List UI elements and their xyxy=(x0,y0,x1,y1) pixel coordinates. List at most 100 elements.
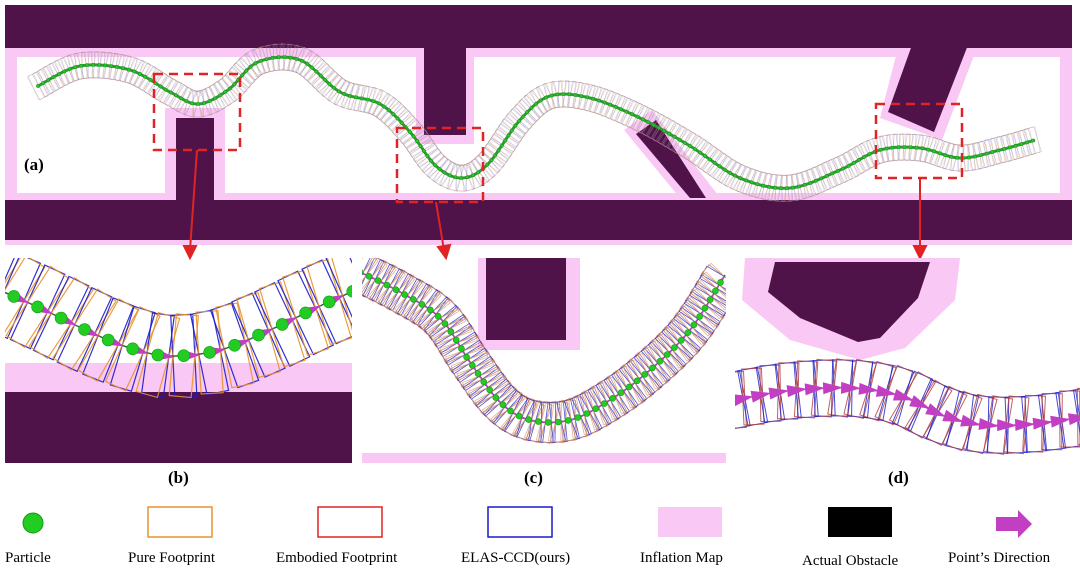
particle-dot xyxy=(348,94,352,98)
particle-dot xyxy=(240,73,245,78)
legend-label-embodied: Embodied Footprint xyxy=(276,550,398,566)
particle-dot xyxy=(126,342,139,356)
legend: Particle Pure Footprint Embodied Footpri… xyxy=(5,506,1051,569)
particle-dot xyxy=(819,176,824,181)
direction-arrow xyxy=(909,395,930,409)
arrow-head-d xyxy=(912,245,928,261)
particle-dot xyxy=(103,63,108,68)
footprint-rect xyxy=(362,258,379,293)
particle-dot xyxy=(591,96,595,101)
footprint-rect xyxy=(368,264,406,306)
particle-dot xyxy=(773,185,777,190)
particle-dot xyxy=(202,101,206,105)
panel-a-map: (a) xyxy=(5,5,1072,245)
particle-dot xyxy=(990,150,995,154)
particle-dot xyxy=(489,158,494,163)
particle-dot xyxy=(613,105,618,109)
trajectory-overview xyxy=(26,43,1042,203)
particle-dot xyxy=(322,295,336,309)
particle-dot xyxy=(1002,147,1006,151)
particle-dot xyxy=(555,92,560,97)
particle-dot xyxy=(749,180,754,185)
particle-dot xyxy=(365,97,370,102)
particle-dot xyxy=(908,145,913,150)
particle-dot xyxy=(641,117,645,122)
direction-arrow-icon xyxy=(996,510,1032,538)
particle-dot xyxy=(228,86,232,91)
particle-dot xyxy=(914,145,919,150)
particle-dot xyxy=(791,185,795,190)
footprint-rect xyxy=(695,271,726,311)
particle-dot xyxy=(179,96,184,101)
particle-dot xyxy=(682,140,687,145)
particle-dot xyxy=(534,102,538,106)
footprint-rect xyxy=(700,262,726,303)
particle-dot xyxy=(808,181,813,185)
particle-dot xyxy=(835,169,840,173)
particle-dot xyxy=(410,296,417,303)
particle-dot xyxy=(967,155,972,160)
footprint-rect xyxy=(5,258,18,329)
particle-dot xyxy=(727,170,732,175)
particle-dot xyxy=(492,394,500,401)
footprint-rect xyxy=(663,319,699,362)
particle-dot xyxy=(785,186,789,191)
particle-dot xyxy=(688,143,692,148)
arrow-head-c xyxy=(436,243,452,261)
particle-dot xyxy=(248,64,253,69)
particle-dot xyxy=(1025,140,1030,145)
particle-dot xyxy=(525,110,530,115)
particle-dot xyxy=(574,414,582,421)
particle-dot xyxy=(486,386,493,394)
particle-dot xyxy=(529,106,534,110)
panel-label-b: (b) xyxy=(168,468,189,487)
particle-dot xyxy=(453,175,458,180)
particle-dot xyxy=(712,160,717,165)
direction-arrow xyxy=(768,387,790,400)
particle-dot xyxy=(126,67,131,72)
particle-dot xyxy=(625,383,633,391)
direction-arrow xyxy=(942,409,964,422)
particle-dot xyxy=(513,123,518,128)
particle-dot xyxy=(132,69,137,74)
particle-dot xyxy=(608,102,613,107)
particle-dot xyxy=(336,89,341,94)
particle-dot xyxy=(813,178,818,183)
particle-dot xyxy=(830,171,835,176)
direction-arrow xyxy=(892,388,914,401)
particle-dot xyxy=(476,170,481,175)
particle-dot xyxy=(677,336,685,344)
particle-dot xyxy=(359,96,364,101)
particle-dot xyxy=(693,147,697,152)
particle-dot xyxy=(459,176,464,180)
particle-dot xyxy=(920,146,925,151)
footprint-rect xyxy=(330,258,352,335)
particle-dot xyxy=(596,98,601,103)
particle-dot xyxy=(677,137,682,142)
particle-dot xyxy=(57,72,61,77)
particle-dot xyxy=(554,418,562,426)
footprint-rect xyxy=(394,279,433,320)
footprint-rect xyxy=(474,381,518,414)
particle-dot xyxy=(937,151,942,156)
particle-dot xyxy=(949,154,954,159)
particle-dot xyxy=(846,163,851,168)
particle-dot xyxy=(54,311,68,325)
direction-arrow xyxy=(840,381,862,394)
particle-dot xyxy=(651,123,656,127)
particle-dot xyxy=(163,87,168,92)
particle-dot xyxy=(441,320,449,327)
footprint-rect xyxy=(416,298,460,334)
particle-dot xyxy=(544,95,548,100)
particle-dot xyxy=(143,74,148,79)
particle-dot xyxy=(121,66,125,71)
particle-dot xyxy=(841,166,846,171)
direction-arrow xyxy=(1014,418,1036,431)
direction-arrow xyxy=(5,280,6,293)
particle-dot xyxy=(755,182,760,187)
legend-label-inflation: Inflation Map xyxy=(640,550,723,566)
particle-dot xyxy=(168,90,173,95)
particle-dot xyxy=(223,90,228,94)
particle-dot xyxy=(706,296,714,303)
particle-dot xyxy=(463,353,470,361)
